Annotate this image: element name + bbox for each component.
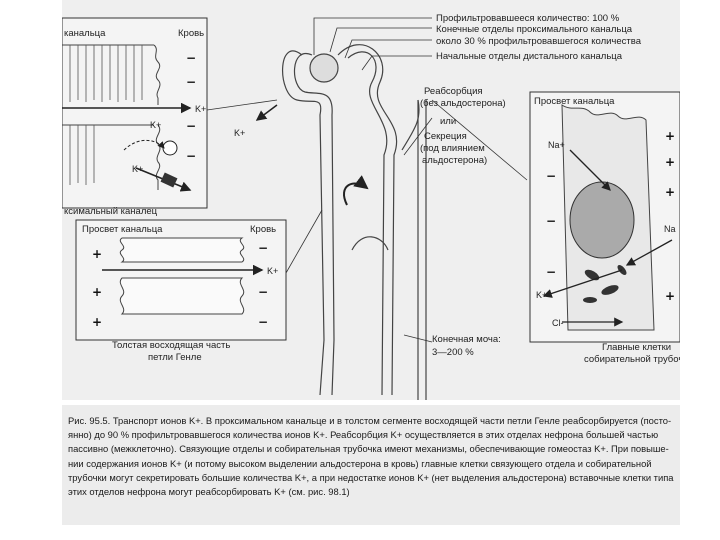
cell-nucleus [569, 181, 635, 259]
svg-text:−: − [258, 285, 268, 299]
proximal-loop [281, 50, 325, 396]
svg-text:−: − [186, 51, 196, 65]
proximal-cell-upper [62, 44, 161, 105]
k-secretion-arrow [542, 269, 623, 298]
thick-limb-caption-2: петли Генле [148, 352, 202, 363]
caption-line: нии содержания ионов K+ (и потому высоко… [68, 457, 652, 469]
caption-text: Рис. 95.5. Транспорт ионов K+. В проксим… [68, 414, 676, 499]
caption-line: трубочки могут секретировать большие кол… [68, 471, 676, 483]
proximal-blood-label: Кровь [178, 28, 204, 39]
na-arrow-basal [625, 239, 673, 266]
caption-line: пассивно (межклеточно). Связующие отделы… [68, 443, 669, 455]
collecting-duct [417, 100, 427, 400]
thick-limb-blood-label: Кровь [250, 224, 276, 235]
svg-text:−: − [186, 119, 196, 133]
proximal-k-out-arrow [255, 104, 278, 121]
k-secretion-label: K+ [536, 290, 547, 300]
svg-text:+: + [665, 155, 675, 169]
k-channel [160, 172, 178, 188]
distal-loop [337, 44, 398, 396]
svg-text:−: − [546, 214, 556, 228]
thick-limb-lumen-label: Просвет канальца [82, 224, 163, 235]
leader-lines [206, 17, 528, 343]
filtered-amount-label: Профильтровавшееся количество: 100 % [436, 13, 620, 24]
k-recycle-arrow [123, 139, 165, 151]
nephron [281, 44, 427, 400]
svg-text:−: − [186, 149, 196, 163]
or-label: или [440, 116, 456, 127]
svg-text:−: − [258, 315, 268, 329]
distal-loop-inner [347, 51, 388, 396]
svg-text:+: + [665, 185, 675, 199]
thick-ascending-limb-box: Просвет канальца Кровь K+ + + + − − − То… [75, 219, 287, 363]
atpase-pump [162, 140, 178, 156]
caption-line: этих отделов нефрона могут реабсорбирова… [68, 486, 350, 498]
proximal-cell-lower [62, 124, 161, 190]
caption-line: янно) до 90 % профильтровавшегося количе… [68, 429, 659, 441]
figure-drawing: канальца Кровь ксимальный каналец K+ K+ … [62, 13, 680, 400]
henle-bend [351, 236, 389, 251]
principal-cell-box: Просвет канальца Na+ Na K+ Cl- − − − + +… [529, 91, 680, 365]
proximal-end-label: Конечные отделы проксимального канальца [436, 24, 633, 35]
svg-text:+: + [665, 289, 675, 303]
thick-limb-cell-lower [119, 277, 245, 315]
distal-start-label: Начальные отделы дистального канальца [436, 51, 623, 62]
principal-caption-2: собирательной трубочки [584, 354, 680, 365]
caption-line: Рис. 95.5. Транспорт ионов K+. В проксим… [68, 415, 672, 426]
figure-caption: Рис. 95.5. Транспорт ионов K+. В проксим… [62, 405, 680, 525]
aldosterone-label: альдостерона) [422, 155, 487, 166]
thirty-percent-label: около 30 % профильтровавшегося количеств… [436, 36, 642, 47]
principal-lumen-label: Просвет канальца [534, 96, 615, 107]
k-ion-label-2: K+ [150, 120, 161, 130]
thick-limb-signs: + + + − − − [92, 241, 268, 329]
svg-text:−: − [258, 241, 268, 255]
na-arrow [569, 149, 611, 191]
svg-text:−: − [546, 265, 556, 279]
k-ion-label-1: K+ [195, 104, 206, 114]
thick-limb-cell-upper [119, 237, 245, 263]
thick-limb-k-label: K+ [267, 266, 278, 276]
svg-text:+: + [92, 315, 102, 329]
na-label-basal: Na [664, 224, 676, 234]
svg-text:−: − [546, 169, 556, 183]
final-urine-label: Конечная моча: [432, 334, 501, 345]
proximal-tubule-box: канальца Кровь ксимальный каналец K+ K+ … [62, 17, 245, 217]
svg-text:+: + [665, 129, 675, 143]
collecting-connect [401, 99, 420, 151]
svg-text:+: + [92, 285, 102, 299]
secretion-label: Секреция [424, 131, 467, 142]
reabsorption-label: Реабсорбция [424, 86, 483, 97]
k-ion-label-4: K+ [234, 128, 245, 138]
na-label: Na+ [548, 140, 565, 150]
brush-border [69, 45, 143, 185]
svg-text:+: + [92, 247, 102, 261]
reabsorption-arrow [343, 175, 369, 206]
k-ion-label-3: K+ [132, 164, 143, 174]
mitochondria [583, 265, 627, 303]
proximal-box-frame [62, 17, 208, 209]
proximal-loop-inner [294, 52, 335, 396]
without-aldosterone-label: (без альдостерона) [420, 98, 506, 109]
principal-caption-1: Главные клетки [602, 342, 671, 353]
under-influence-label: (под влиянием [420, 143, 485, 154]
nephron-figure: канальца Кровь ксимальный каналец K+ K+ … [62, 0, 680, 400]
cl-label: Cl- [552, 318, 564, 328]
thick-limb-caption-1: Толстая восходящая часть [112, 340, 230, 351]
final-urine-value: 3—200 % [432, 347, 474, 358]
svg-text:−: − [186, 75, 196, 89]
principal-signs: − − − + + + + [546, 129, 675, 303]
glomerulus [309, 53, 339, 83]
proximal-tubule-label: ксимальный каналец [64, 206, 158, 217]
proximal-lumen-label: канальца [64, 28, 106, 39]
proximal-signs: − − − − [186, 51, 196, 163]
